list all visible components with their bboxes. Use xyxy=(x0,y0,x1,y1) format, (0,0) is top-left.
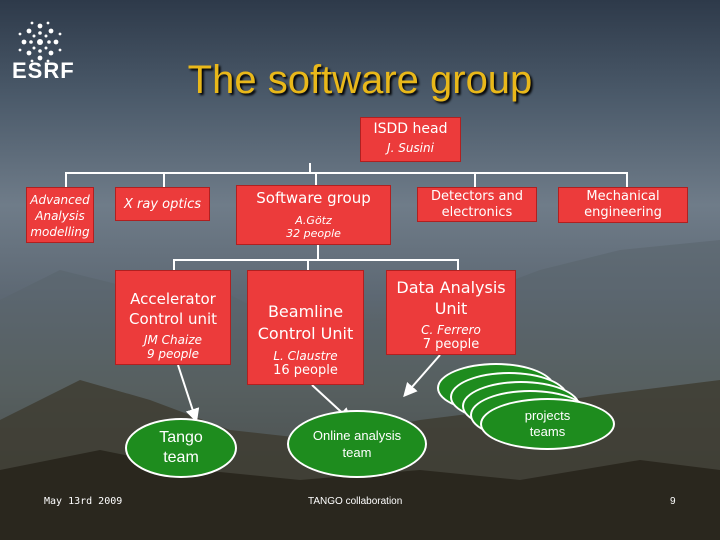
footer-date: May 13rd 2009 xyxy=(44,496,123,507)
connector-head-down xyxy=(309,163,311,173)
detectors-label: Detectors and electronics xyxy=(430,189,523,220)
connector-software-down xyxy=(317,245,319,260)
beamline-control-title: Beamline Control Unit xyxy=(257,302,354,343)
connector-drop-beamline xyxy=(307,259,309,271)
software-group-lead: A.Götz xyxy=(295,214,332,227)
page-number: 9 xyxy=(670,496,676,507)
data-analysis-lead: C. Ferrero xyxy=(421,323,481,337)
online-analysis-oval: Online analysis team xyxy=(287,410,427,478)
connector-unit-bar xyxy=(173,259,459,261)
xray-optics-box: X ray optics xyxy=(115,187,210,221)
projects-teams-oval: projects teams xyxy=(480,398,615,450)
isdd-head-name: J. Susini xyxy=(387,141,434,155)
arrow-data-projects xyxy=(403,354,441,398)
data-analysis-title: Data Analysis Unit xyxy=(396,278,506,318)
accelerator-control-lead: JM Chaize xyxy=(143,333,203,347)
esrf-logo-icon xyxy=(18,21,62,63)
connector-drop-detectors xyxy=(474,172,476,188)
beamline-control-box: Beamline Control Unit L. Claustre 16 peo… xyxy=(247,270,364,385)
xray-optics-label: X ray optics xyxy=(123,197,201,212)
accelerator-control-box: Accelerator Control unit JM Chaize 9 peo… xyxy=(115,270,231,365)
software-group-box: Software group A.Götz 32 people xyxy=(236,185,391,245)
connector-drop-xray xyxy=(163,172,165,188)
online-analysis-label: Online analysis team xyxy=(312,428,402,460)
software-group-title: Software group xyxy=(256,189,371,207)
connector-drop-data xyxy=(457,259,459,271)
connector-drop-mechanical xyxy=(626,172,628,188)
data-analysis-box: Data Analysis Unit C. Ferrero 7 people xyxy=(386,270,516,355)
connector-drop-advanced xyxy=(65,172,67,188)
projects-teams-label: projects teams xyxy=(524,408,571,439)
isdd-head-box: ISDD head J. Susini xyxy=(360,117,461,162)
mechanical-box: Mechanical engineering xyxy=(558,187,688,223)
detectors-box: Detectors and electronics xyxy=(417,187,537,222)
accelerator-control-size: 9 people xyxy=(146,347,200,361)
slide-title: The software group xyxy=(187,58,533,102)
advanced-analysis-label: Advanced Analysis modelling xyxy=(30,193,90,239)
tango-team-oval: Tango team xyxy=(125,418,237,478)
tango-team-label: Tango team xyxy=(159,429,203,466)
mechanical-label: Mechanical engineering xyxy=(584,189,662,220)
connector-drop-accelerator xyxy=(173,259,175,271)
footer-center: TANGO collaboration xyxy=(308,496,403,507)
data-analysis-size: 7 people xyxy=(422,337,480,352)
beamline-control-lead: L. Claustre xyxy=(273,349,338,363)
connector-drop-software xyxy=(315,172,317,186)
accelerator-control-title: Accelerator Control unit xyxy=(128,290,218,328)
arrow-accelerator-tango xyxy=(177,364,200,423)
esrf-logo-text: ESRF xyxy=(12,58,75,83)
advanced-analysis-box: Advanced Analysis modelling xyxy=(26,187,94,243)
beamline-control-size: 16 people xyxy=(273,363,338,378)
isdd-head-title: ISDD head xyxy=(373,121,448,137)
software-group-size: 32 people xyxy=(286,227,341,240)
connector-top-bar xyxy=(65,172,628,174)
